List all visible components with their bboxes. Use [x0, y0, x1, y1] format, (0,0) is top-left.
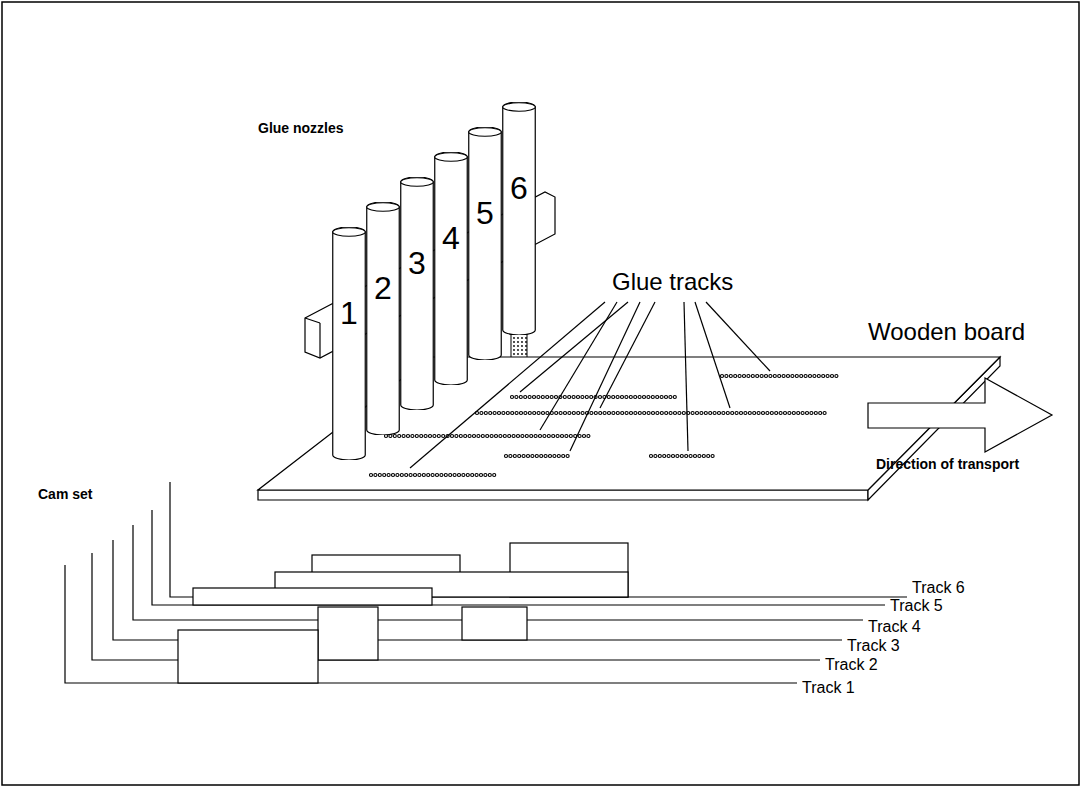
- nozzle-top: [435, 153, 468, 162]
- cam-track-line: [65, 565, 797, 683]
- nozzle-cylinder: [400, 177, 434, 410]
- glue-track: [371, 473, 495, 477]
- nozzle-cylinder: [468, 127, 502, 360]
- cam-track-line: [133, 525, 863, 620]
- leader-line: [706, 302, 770, 371]
- track-label: Track 3: [847, 637, 900, 655]
- cam: [178, 630, 318, 683]
- figure-label: Glue nozzles: [258, 120, 344, 136]
- glue-track: [651, 455, 715, 457]
- nozzle-body: [435, 152, 468, 385]
- nozzle-number: 1: [332, 295, 366, 331]
- figure-label: Cam set: [38, 486, 92, 502]
- glue-nozzle: 1: [332, 227, 366, 460]
- track-label: Track 2: [825, 656, 878, 674]
- nozzle-number: 3: [400, 245, 434, 281]
- glue-track: [512, 395, 675, 399]
- leader-line: [695, 302, 730, 408]
- nozzle-number: 4: [434, 220, 468, 256]
- leader-line: [570, 302, 640, 451]
- glue-track: [477, 411, 825, 415]
- glue-track: [651, 454, 715, 458]
- nozzle-body: [469, 127, 502, 360]
- glue-nozzle: 2: [366, 202, 400, 435]
- nozzle-top: [401, 178, 434, 187]
- glue-nozzle: 4: [434, 152, 468, 385]
- nozzle-number: 2: [366, 270, 400, 306]
- nozzle-body: [333, 227, 366, 460]
- track-label: Track 4: [868, 618, 921, 636]
- nozzle-cylinder: [366, 202, 400, 435]
- track-label: Track 1: [802, 679, 855, 697]
- nozzle-number: 6: [502, 170, 536, 206]
- nozzle-top: [333, 228, 366, 237]
- glue-nozzle: 3: [400, 177, 434, 410]
- nozzle-body: [503, 102, 536, 335]
- nozzle-top: [469, 128, 502, 137]
- glue-track: [722, 374, 840, 378]
- glue-track: [512, 396, 675, 398]
- glue-nozzle: 5: [468, 127, 502, 360]
- figure-label: Wooden board: [868, 318, 1025, 346]
- track-label: Track 6: [912, 579, 965, 597]
- nozzle-cylinder: [332, 227, 366, 460]
- cam: [193, 588, 432, 605]
- track-label: Track 5: [890, 597, 943, 615]
- glue-nozzle: 6: [502, 102, 536, 335]
- cam-tracks: [65, 482, 907, 683]
- glue-track: [386, 435, 590, 437]
- glue-track: [506, 454, 568, 458]
- glue-tracks: [371, 376, 840, 475]
- nozzle-cylinder: [502, 102, 536, 335]
- glue-track: [371, 474, 495, 476]
- figure-label: Direction of transport: [876, 456, 1019, 472]
- glue-track: [477, 412, 825, 414]
- cam-track-line: [113, 540, 842, 640]
- glue-track: [722, 375, 840, 377]
- leader-line: [520, 302, 628, 392]
- mounting-bar-edge: [305, 318, 320, 323]
- nozzle-number: 5: [468, 195, 502, 231]
- nozzle-top: [367, 203, 400, 212]
- cam-track-line: [170, 482, 907, 597]
- leader-line: [600, 302, 655, 408]
- cam: [462, 607, 527, 640]
- cam-track-line: [152, 510, 885, 605]
- nozzle-top: [503, 103, 536, 112]
- mounting-bar-edge: [319, 323, 320, 358]
- nozzle-body: [367, 202, 400, 435]
- board-front: [258, 490, 868, 500]
- glue-track: [506, 455, 568, 457]
- cam: [318, 607, 378, 660]
- direction-arrow: [868, 378, 1052, 452]
- cams: [178, 543, 628, 683]
- nozzle-body: [401, 177, 434, 410]
- figure-label: Glue tracks: [612, 268, 733, 296]
- leader-line: [684, 302, 688, 451]
- nozzle-cylinder: [434, 152, 468, 385]
- glue-track: [386, 434, 590, 438]
